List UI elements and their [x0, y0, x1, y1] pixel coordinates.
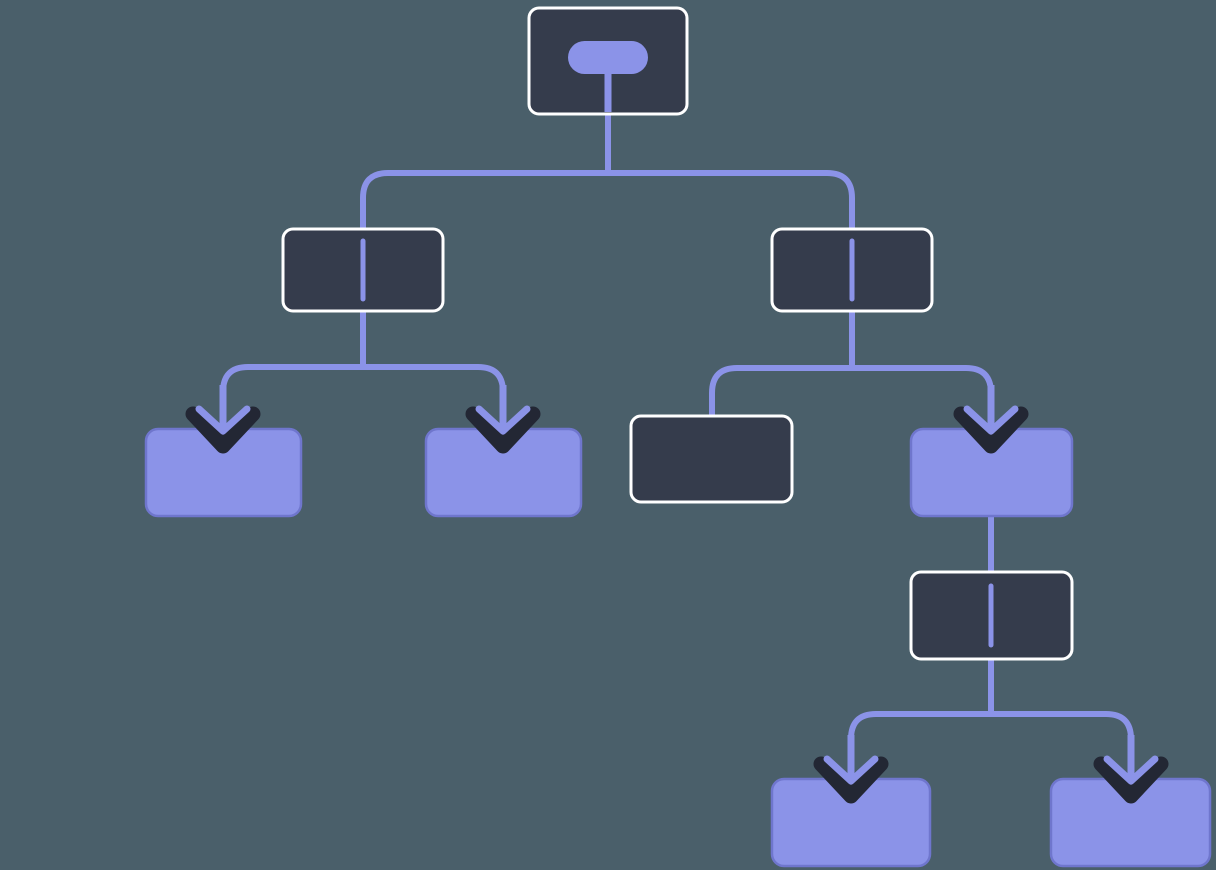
edge-right-branch-to-children	[709, 295, 994, 420]
edge-root-to-branches	[360, 100, 855, 245]
arrowhead-leaf-2	[465, 385, 541, 454]
nodes-layer	[144, 6, 1212, 868]
arrow-shadow-chevron-icon	[953, 406, 1029, 454]
arrow-chevron-icon	[823, 755, 879, 785]
branch-node-bottom	[909, 570, 1074, 661]
edge-bottom-branch-to-leaves	[848, 650, 1134, 755]
arrow-shadow-chevron-icon	[1093, 756, 1169, 804]
arrowhead-leaf-1	[185, 385, 261, 454]
root-node	[527, 6, 689, 116]
root-pill	[568, 41, 648, 74]
plain-node	[629, 414, 794, 504]
arrow-chevron-icon	[1103, 755, 1159, 785]
arrow-shadow-chevron-icon	[185, 406, 261, 454]
arrow-chevron-icon	[475, 405, 531, 435]
arrow-shadow-chevron-icon	[813, 756, 889, 804]
branch-node-left	[281, 227, 445, 313]
arrowhead-leaf-5	[1093, 735, 1169, 804]
plain-node-box	[629, 414, 794, 504]
arrow-chevron-icon	[195, 405, 251, 435]
branch-node-right	[770, 227, 934, 313]
arrowhead-leaf-4	[813, 735, 889, 804]
arrow-chevron-icon	[963, 405, 1019, 435]
arrows-layer	[185, 385, 1169, 804]
arrowhead-intermediate	[953, 385, 1029, 454]
arrow-shadow-chevron-icon	[465, 406, 541, 454]
